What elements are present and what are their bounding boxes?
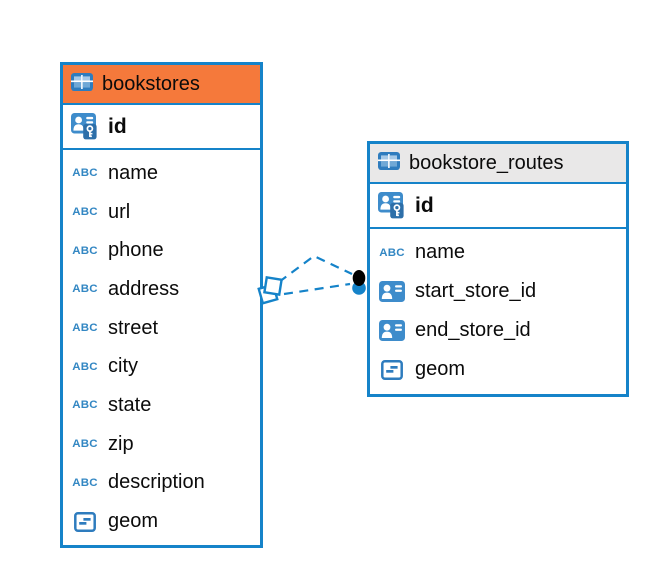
column-row[interactable]: ABC state [63,386,260,425]
column-name: street [108,316,159,339]
column-row[interactable]: geom [63,502,260,541]
abc-text-icon: ABC [379,246,405,259]
abc-text-icon: ABC [72,283,98,296]
column-name: name [415,241,466,263]
table-bookstores-header[interactable]: bookstores [63,65,260,105]
relationship-line[interactable] [278,254,353,283]
column-row[interactable]: ABC description [63,464,260,503]
column-name: address [108,277,180,300]
column-name: description [108,471,205,494]
primary-key-name: id [108,114,127,138]
person-card-icon [377,281,407,302]
column-row[interactable]: ABC phone [63,231,260,270]
column-name: name [108,161,159,184]
column-row[interactable]: ABC street [63,309,260,348]
abc-text-icon: ABC [72,477,98,489]
geometry-icon [377,359,407,380]
column-row[interactable]: ABC name [63,154,260,193]
table-bookstore-routes-header[interactable]: bookstore_routes [370,144,626,184]
person-card-icon [377,320,407,341]
column-list: ABC name start_store_id [370,229,626,389]
column-row-pk[interactable]: id [63,105,260,150]
column-row[interactable]: ABC name [370,233,626,272]
column-row[interactable]: ABC url [63,193,260,232]
relationship-line[interactable] [283,282,351,296]
relationship-endpoint-dot[interactable] [352,270,366,295]
column-name: state [108,393,152,416]
column-row[interactable]: start_store_id [370,272,626,311]
column-name: phone [108,239,164,262]
column-list: ABC name ABC url ABC phone ABC address A… [63,150,260,541]
column-name: end_store_id [415,319,531,341]
geometry-icon [70,511,100,532]
table-title: bookstores [102,72,200,95]
abc-text-icon: ABC [72,399,98,412]
table-title: bookstore_routes [409,151,564,174]
abc-text-icon: ABC [72,206,98,218]
column-name: geom [108,510,159,533]
column-name: geom [415,358,466,380]
column-name: url [108,200,131,223]
column-row[interactable]: end_store_id [370,311,626,350]
abc-text-icon: ABC [72,322,98,334]
column-row-pk[interactable]: id [370,184,626,229]
column-name: city [108,355,138,378]
abc-text-icon: ABC [72,245,98,257]
table-bookstore-routes[interactable]: bookstore_routes id ABC name [367,141,629,397]
primary-key-name: id [415,193,434,217]
table-bookstores[interactable]: bookstores id ABC name [60,62,263,548]
table-icon [71,72,93,96]
person-key-icon [377,192,407,219]
column-name: start_store_id [415,280,537,302]
column-row[interactable]: ABC zip [63,425,260,464]
person-key-icon [70,113,100,140]
column-row[interactable]: geom [370,350,626,389]
table-icon [378,151,400,175]
abc-text-icon: ABC [72,438,98,450]
abc-text-icon: ABC [72,361,98,373]
column-name: zip [108,432,134,455]
column-row[interactable]: ABC address [63,270,260,309]
column-row[interactable]: ABC city [63,347,260,386]
abc-text-icon: ABC [72,167,98,180]
